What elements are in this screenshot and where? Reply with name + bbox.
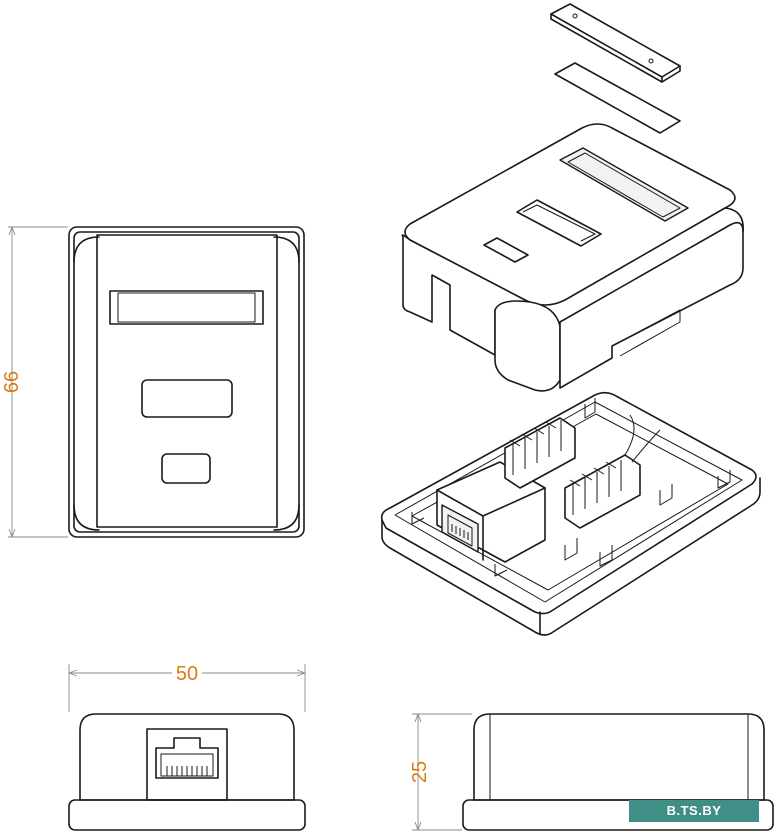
watermark-badge: B.TS.BY (629, 800, 759, 822)
base (380, 391, 761, 636)
label-plate (550, 3, 681, 83)
height-label: 66 (1, 371, 23, 393)
width-dimension: 50 (68, 662, 306, 712)
end-view-port (68, 713, 306, 831)
width-label: 50 (176, 663, 198, 685)
cover (401, 123, 744, 392)
height-dimension: 66 (1, 226, 68, 538)
side-view (462, 713, 774, 831)
label-insert (554, 62, 681, 134)
depth-label: 25 (409, 761, 431, 783)
front-view (68, 226, 305, 538)
idc-block-rear (504, 417, 576, 489)
depth-dimension: 25 (409, 713, 472, 831)
